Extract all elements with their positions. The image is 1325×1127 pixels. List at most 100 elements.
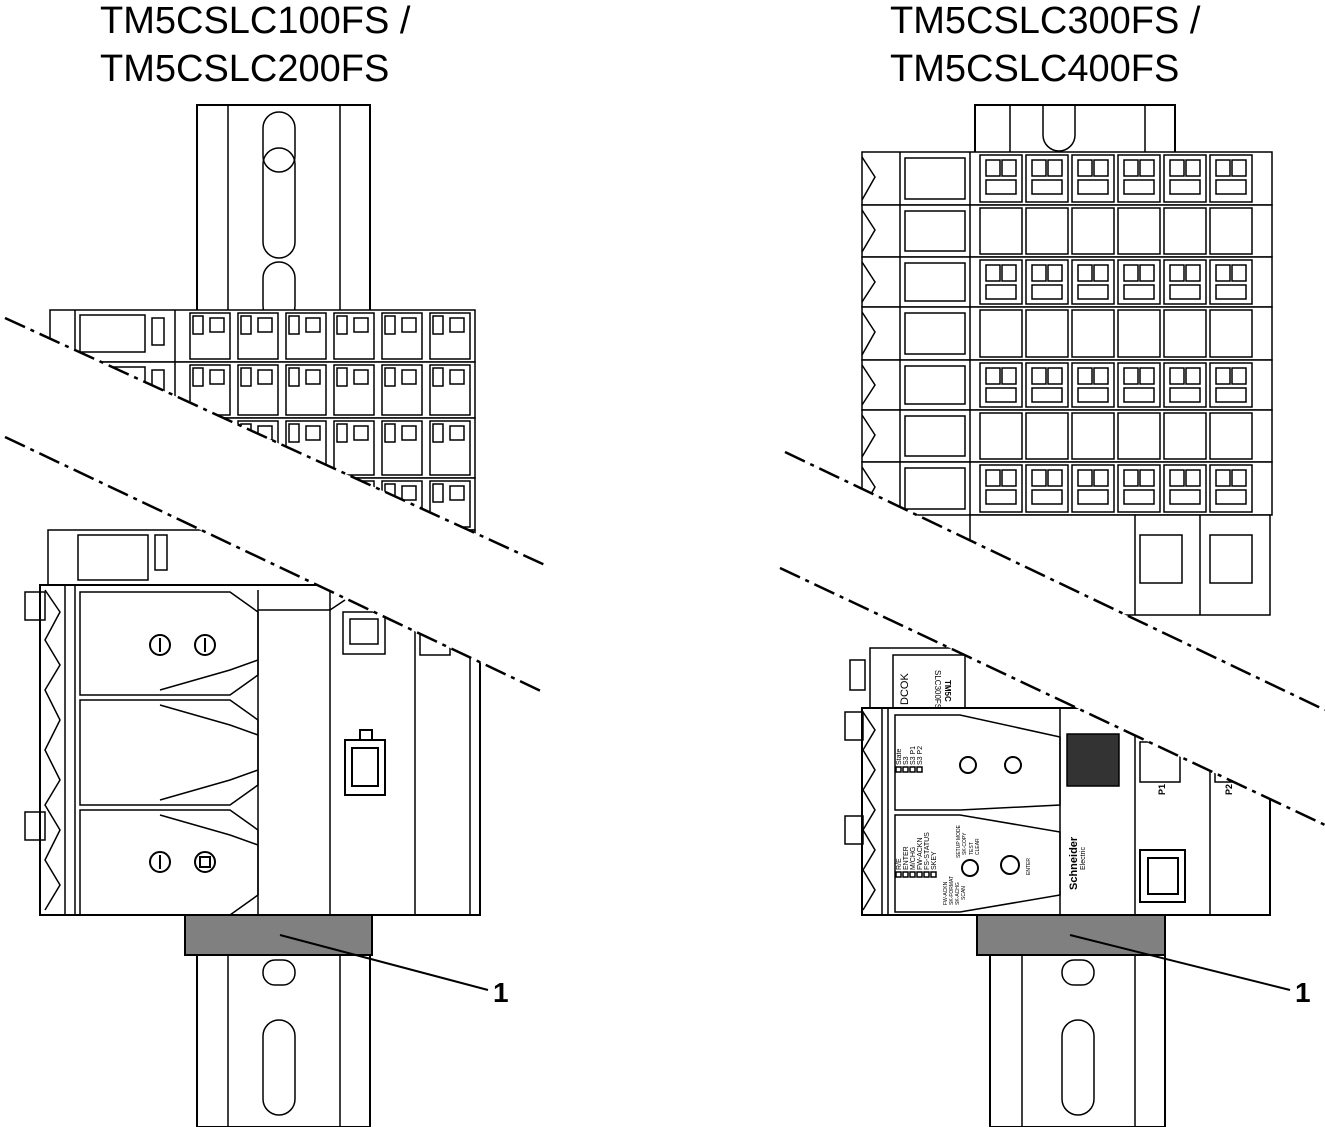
left-title-line1: TM5CSLC100FS / xyxy=(100,0,411,42)
terminal-cell xyxy=(979,154,1023,203)
qr-code-icon xyxy=(1066,733,1120,787)
left-din-spacer xyxy=(184,914,373,956)
terminal-cell xyxy=(333,532,375,572)
rj45-port xyxy=(1139,534,1183,584)
right-din-rail-bottom xyxy=(989,954,1166,1127)
terminal-cell xyxy=(381,312,423,360)
terminal-cell xyxy=(429,420,471,476)
terminal-cell xyxy=(1117,362,1161,408)
port-label-p2: P2 xyxy=(1224,784,1234,795)
terminal-cell xyxy=(1163,362,1207,408)
terminal-cell xyxy=(237,480,279,528)
terminal-cell xyxy=(1209,154,1253,203)
terminal-cell xyxy=(1117,207,1161,255)
terminal-row xyxy=(861,151,1273,206)
terminal-cell xyxy=(1163,464,1207,513)
right-title-line1: TM5CSLC300FS / xyxy=(890,0,1201,42)
terminal-cell xyxy=(1117,309,1161,358)
terminal-cell xyxy=(1163,154,1207,203)
terminal-cell xyxy=(979,412,1023,460)
terminal-cell xyxy=(979,259,1023,305)
brand-logo: Schneider xyxy=(1068,836,1080,890)
right-break-lines xyxy=(779,450,1325,827)
terminal-cell xyxy=(1025,259,1069,305)
terminal-cell xyxy=(979,309,1023,358)
selector-sk-achg: SK-ACHG xyxy=(955,882,961,905)
left-din-rail-top xyxy=(196,104,371,323)
led-label-skey: SKEY xyxy=(931,851,938,870)
terminal-cell xyxy=(1209,207,1253,255)
led-label-s3p1: S3 P1 xyxy=(910,746,917,765)
right-callout-leader xyxy=(1069,934,1291,991)
left-screw-icons xyxy=(149,634,216,873)
enter-button-icon xyxy=(1000,855,1020,875)
terminal-cell xyxy=(237,364,279,416)
selector-fw-ackn: FW-ACKN xyxy=(943,881,949,905)
right-io-module-stack xyxy=(861,151,1273,616)
terminal-cell xyxy=(333,420,375,476)
terminal-cell xyxy=(381,532,423,572)
terminal-cell xyxy=(1071,154,1115,203)
left-connector-bumps xyxy=(24,589,61,911)
led-label-s3: S3 xyxy=(903,756,910,765)
terminal-cell xyxy=(285,480,327,528)
terminal-cell xyxy=(1209,412,1253,460)
terminal-cell xyxy=(1071,259,1115,305)
selector-sk-format: SK-FORMAT xyxy=(949,876,955,905)
selector-clear: CLEAR xyxy=(975,838,981,855)
selector-scan: SCAN xyxy=(961,886,967,900)
terminal-cell xyxy=(1209,259,1253,305)
right-controller-module: DCOK TM5C SLC300FS State S3 S3 P1 S3 P2 … xyxy=(844,647,1271,916)
terminal-cell xyxy=(429,312,471,360)
terminal-cell xyxy=(1025,207,1069,255)
terminal-cell xyxy=(1071,412,1115,460)
terminal-cell xyxy=(1071,309,1115,358)
left-break-lines xyxy=(4,316,546,695)
rotary-switch-icons xyxy=(959,756,1022,877)
terminal-cell xyxy=(1163,309,1207,358)
terminal-cell xyxy=(381,364,423,416)
terminal-cell xyxy=(189,480,231,528)
terminal-cell xyxy=(333,364,375,416)
terminal-cell xyxy=(381,420,423,476)
terminal-cell xyxy=(1209,309,1253,358)
terminal-cell xyxy=(1209,362,1253,408)
terminal-cell xyxy=(1025,362,1069,408)
right-door-latch xyxy=(1139,849,1186,903)
selector-setup-mode: SETUP MODE xyxy=(956,824,962,858)
terminal-cell xyxy=(237,312,279,360)
right-callout-number: 1 xyxy=(1295,977,1311,1008)
enter-button-label: ENTER xyxy=(1026,858,1032,875)
right-title-line2: TM5CSLC400FS xyxy=(890,48,1180,90)
left-controller-module xyxy=(24,529,481,916)
terminal-cell xyxy=(1117,259,1161,305)
dcok-label: DCOK xyxy=(899,673,911,705)
terminal-row xyxy=(861,204,1273,258)
model-label-a: TM5C xyxy=(943,680,952,702)
terminal-row xyxy=(861,306,1273,361)
terminal-cell xyxy=(1071,207,1115,255)
port-label-p1: P1 xyxy=(1157,784,1167,795)
terminal-cell xyxy=(1025,154,1069,203)
terminal-cell xyxy=(333,312,375,360)
terminal-cell xyxy=(979,362,1023,408)
left-door-latch xyxy=(344,729,386,796)
led-label-s3p2: S3 P2 xyxy=(917,746,924,765)
terminal-row xyxy=(861,409,1273,463)
rj45-port xyxy=(1209,534,1253,584)
brand-logo-sub: Electric xyxy=(1080,847,1087,870)
right-bus-coupler xyxy=(969,514,1271,616)
selector-test: TEST xyxy=(969,842,975,855)
terminal-cell xyxy=(1163,207,1207,255)
terminal-row xyxy=(861,256,1273,308)
terminal-cell xyxy=(429,532,471,572)
led-label-state: State xyxy=(896,749,903,765)
led-label-enter: ENTER xyxy=(903,846,910,870)
terminal-cell xyxy=(1025,309,1069,358)
terminal-cell xyxy=(1071,464,1115,513)
left-callout-leader xyxy=(279,934,489,991)
terminal-cell xyxy=(979,464,1023,513)
left-din-rail-bottom xyxy=(196,954,371,1127)
terminal-cell xyxy=(1209,464,1253,513)
